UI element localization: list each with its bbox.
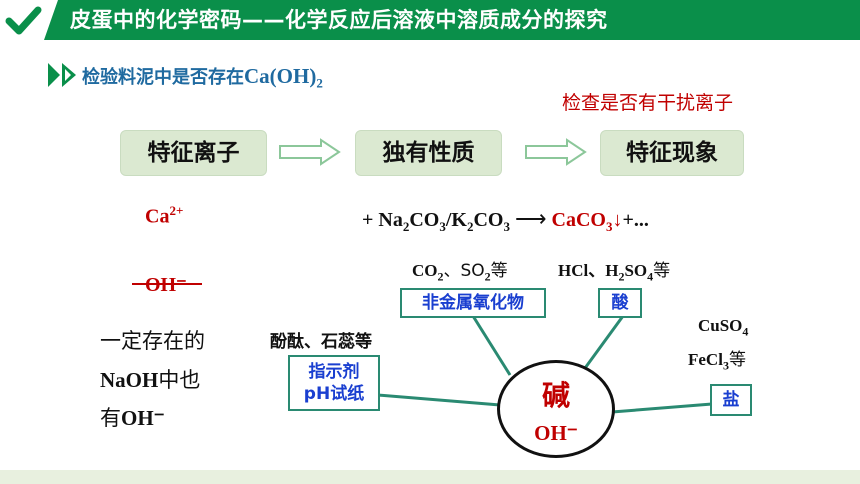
acids-tail: 等 — [653, 261, 671, 281]
subtitle-formula-sub: 2 — [316, 75, 323, 91]
precipitate-arrow: ↓ — [612, 209, 623, 231]
reagent-co: CO — [409, 209, 440, 231]
oxides-note: CO2、SO2等 — [412, 256, 508, 284]
interfering-ion-note: 检查是否有干扰离子 — [562, 92, 734, 114]
left-note-line3: 有OH⁻ — [100, 402, 165, 432]
node-acid: 酸 — [598, 288, 642, 318]
subscript: 4 — [742, 324, 749, 339]
subscript: 2 — [618, 269, 625, 284]
subscript: 2 — [484, 269, 491, 284]
bottom-band — [0, 470, 860, 484]
left-note-line2: NaOH中也 — [100, 364, 200, 394]
page-title: 皮蛋中的化学密码——化学反应后溶液中溶质成分的探究 — [70, 8, 608, 32]
section-subtitle: 检验料泥中是否存在Ca(OH)2 — [82, 63, 323, 92]
indicators-note: 酚酞、石蕊等 — [270, 332, 372, 352]
flow-box-feature-phenomenon: 特征现象 — [600, 130, 744, 176]
cuso-formula: CuSO — [698, 316, 743, 335]
ph-paper-label: pH试纸 — [303, 384, 365, 404]
acids-a: HCl、H — [558, 261, 619, 280]
left-note-tail: 中也 — [158, 368, 201, 392]
node-indicator: 指示剂 pH试纸 — [288, 355, 380, 411]
flow-arrow-icon — [279, 138, 341, 166]
reaction-equation: + Na2CO3/K2CO3 ⟶ CaCO3↓+... — [362, 206, 649, 235]
subscript: 3 — [605, 219, 613, 234]
subscript: 3 — [503, 219, 510, 234]
hydroxide-ion-struck: OH⁻ — [145, 274, 187, 296]
salt-tail: 等 — [728, 350, 746, 370]
fecl-formula: FeCl — [688, 350, 723, 369]
reaction-arrow: ⟶ — [514, 206, 547, 231]
salt-note-line2: FeCl3等 — [688, 345, 746, 373]
base-ion: OH⁻ — [534, 421, 578, 445]
checkmark-icon — [5, 6, 42, 35]
node-nonmetal-oxide: 非金属氧化物 — [400, 288, 546, 318]
left-note-have: 有 — [100, 406, 121, 430]
subscript: 2 — [466, 219, 474, 234]
reagent-co: CO — [473, 209, 504, 231]
play-arrow-icon — [48, 63, 76, 87]
subscript: 2 — [437, 269, 444, 284]
oxides-tail: 等 — [490, 261, 508, 281]
indicator-label: 指示剂 — [308, 362, 360, 382]
subscript: 3 — [722, 358, 729, 373]
acids-b: SO — [624, 261, 648, 280]
strike-line — [132, 283, 202, 285]
calcium-charge: 2+ — [169, 203, 184, 218]
subtitle-formula: Ca(OH) — [244, 64, 317, 88]
flow-box-unique-property: 独有性质 — [355, 130, 502, 176]
hydroxide-ion: OH⁻ — [121, 406, 165, 430]
oxides-sep: 、SO — [443, 261, 485, 281]
co-formula: CO — [412, 261, 438, 280]
subtitle-text: 检验料泥中是否存在 — [82, 67, 244, 88]
subscript: 3 — [439, 219, 446, 234]
left-note-line1: 一定存在的 — [100, 329, 205, 353]
subscript: 4 — [647, 269, 654, 284]
naoh-formula: NaOH — [100, 368, 159, 392]
base-title: 碱 — [541, 379, 570, 412]
calcium-ion: Ca2+ — [145, 203, 183, 229]
reagent-na: + Na — [362, 209, 403, 231]
reagent-k: /K — [445, 209, 467, 231]
salt-note-line1: CuSO4 — [698, 316, 748, 339]
flow-arrow-icon — [525, 138, 587, 166]
node-base-circle — [497, 360, 615, 458]
acids-note: HCl、H2SO4等 — [558, 256, 670, 284]
node-salt: 盐 — [710, 384, 752, 416]
flow-box-feature-ion: 特征离子 — [120, 130, 267, 176]
calcium-symbol: Ca — [145, 205, 170, 228]
subscript: 2 — [402, 219, 410, 234]
precipitate-product: CaCO — [551, 209, 606, 231]
reaction-tail: +... — [622, 209, 649, 231]
